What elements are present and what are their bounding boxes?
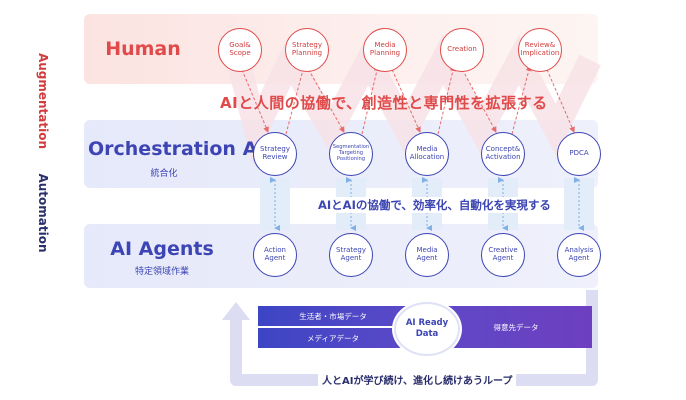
agents-row-subtitle: 特定領域作業 — [134, 267, 189, 277]
human-node-goal-scope: Goal&Scope — [218, 28, 262, 72]
data-bar-media: メディアデータ — [258, 328, 408, 348]
augmentation-label: Augmentation — [36, 52, 50, 150]
human-node-creation: Creation — [440, 28, 484, 72]
human-row-title: Human — [105, 38, 181, 60]
orchestration-row-title: Orchestration AI — [88, 138, 265, 160]
hub-line2: Data — [415, 329, 439, 339]
augmentation-headline: AIと人間の協働で、創造性と専門性を拡張する — [220, 94, 548, 112]
human-node-review-implication: Review&Implication — [518, 28, 562, 72]
hub-line1: AI Ready — [405, 318, 449, 329]
automation-label: Automation — [36, 173, 50, 253]
orch-node-concept-activation: Concept&Activation — [481, 132, 525, 176]
loop-caption: 人とAIが学び続け、進化し続けあうループ — [318, 372, 517, 387]
orchestration-row-subtitle: 統合化 — [150, 169, 178, 179]
automation-headline: AIとAIの協働で、効率化、自動化を実現する — [315, 197, 554, 213]
data-bar-consumer-market: 生活者・市場データ — [258, 306, 408, 326]
agents-row-title: AI Agents — [110, 238, 214, 260]
data-bar-client: 得意先データ — [440, 306, 592, 348]
orch-node-pdca: PDCA — [557, 132, 601, 176]
ai-ready-data-hub: AI Ready Data — [394, 302, 460, 356]
